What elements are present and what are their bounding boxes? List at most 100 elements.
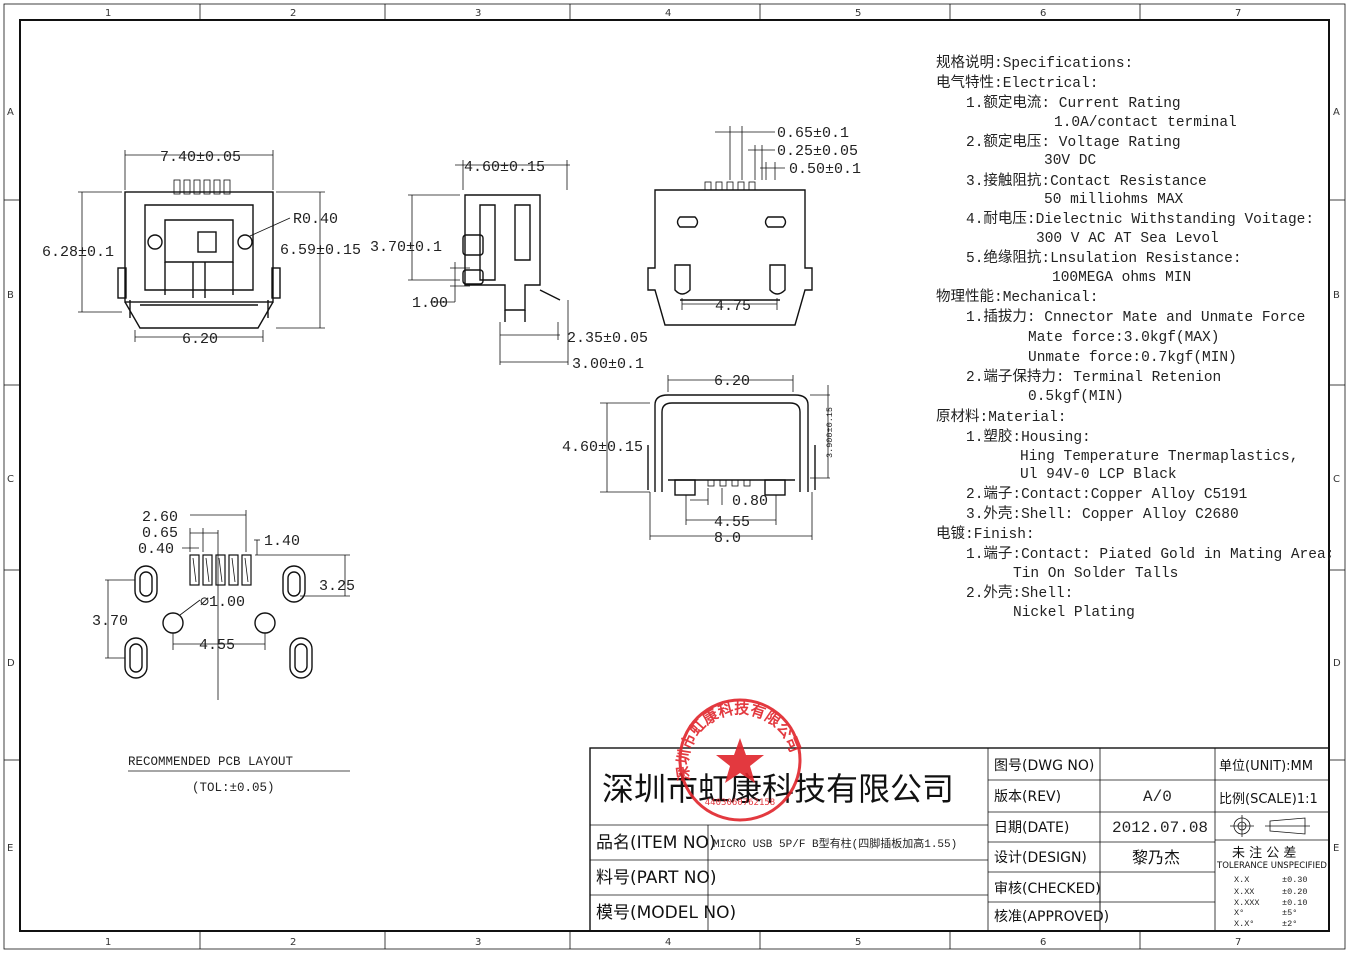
spec-line: 1.额定电流: Current Rating (966, 94, 1181, 112)
tolerance-key: X.XXX (1234, 898, 1260, 908)
rear-height-dim: 4.60±0.15 (562, 439, 643, 456)
part-label: 料号(PART NO) (596, 868, 717, 888)
pcb-hole-dim: ⌀1.00 (200, 594, 245, 611)
stamp-code: 4403060762158 (705, 798, 775, 808)
spec-line: 1.塑胶:Housing: (966, 428, 1091, 446)
model-label: 模号(MODEL NO) (596, 903, 736, 923)
side-b-dim: 3.00±0.1 (572, 356, 644, 373)
spec-line: 300 V AC AT Sea Levol (1036, 231, 1219, 247)
spec-line: 30V DC (1044, 153, 1097, 169)
tolerance-key: X.X (1234, 875, 1249, 885)
grid-column-label: 7 (1235, 937, 1241, 948)
side-width-dim: 4.60±0.15 (464, 159, 545, 176)
spec-line: 2.端子:Contact:Copper Alloy C5191 (966, 485, 1247, 503)
front-view: 7.40±0.05 6.28±0.1 R0.40 6.59±0.15 6.20 (42, 149, 361, 348)
spec-line: 5.绝缘阻抗:Lnsulation Resistance: (966, 249, 1242, 267)
spec-line: 50 milliohms MAX (1044, 192, 1184, 208)
pcb-slot-dim: 3.70 (92, 613, 128, 630)
front-width-dim: 7.40±0.05 (160, 149, 241, 166)
side-leg-dim: 1.00 (412, 295, 448, 312)
top-pin-dim: 0.25±0.05 (777, 143, 858, 160)
grid-row-label: E (7, 843, 13, 854)
spec-line: 1.端子:Contact: Piated Gold in Mating Area… (966, 545, 1334, 563)
grid-column-label: 1 (105, 937, 111, 948)
top-gap-dim: 0.50±0.1 (789, 161, 861, 178)
rear-top-dim: 6.20 (714, 373, 750, 390)
specifications-text: 规格说明:Specifications:电气特性:Electrical:1.额定… (936, 54, 1334, 621)
spec-line: 0.5kgf(MIN) (1028, 389, 1124, 405)
spec-line: 2.端子保持力: Terminal Retenion (966, 368, 1221, 386)
grid-row-label: C (7, 474, 14, 485)
grid-row-label: B (1333, 290, 1340, 301)
pcb-pad-length-dim: 1.40 (264, 533, 300, 550)
grid-column-label: 5 (855, 8, 861, 19)
grid-column-label: 2 (290, 8, 296, 19)
grid-column-label: 4 (665, 8, 671, 19)
tolerance-subtitle: TOLERANCE UNSPECIFIED (1216, 861, 1327, 871)
spec-line: 2.外壳:Shell: (966, 584, 1073, 602)
rear-view: 6.20 4.60±0.15 3.900±0.15 0.80 4.55 8.0 (562, 373, 835, 547)
front-radius-dim: R0.40 (293, 211, 338, 228)
spec-line: 3.外壳:Shell: Copper Alloy C2680 (966, 505, 1239, 523)
front-height2-dim: 6.59±0.15 (280, 242, 361, 259)
tolerance-key: X.X° (1234, 919, 1254, 929)
rear-height2-dim: 3.900±0.15 (825, 407, 835, 458)
company-name: 深圳市虹康科技有限公司 (602, 770, 954, 808)
tolerance-key: X.XX (1234, 887, 1254, 897)
rear-pitch-dim: 0.80 (732, 493, 768, 510)
spec-line: 2.额定电压: Voltage Rating (966, 133, 1181, 151)
rev-label: 版本(REV) (994, 789, 1061, 805)
approved-label: 核准(APPROVED) (994, 909, 1109, 925)
spec-line: 4.耐电压:Dielectnic Withstanding Voitage: (966, 210, 1314, 228)
side-height-dim: 3.70±0.1 (370, 239, 442, 256)
tolerance-value: ±0.30 (1282, 875, 1308, 885)
spec-line: 电气特性:Electrical: (936, 74, 1098, 92)
tolerance-value: ±0.20 (1282, 887, 1308, 897)
grid-row-label: D (1333, 658, 1341, 669)
tolerance-title: 未 注 公 差 (1232, 846, 1296, 861)
spec-line: Nickel Plating (1013, 605, 1135, 621)
date-label: 日期(DATE) (994, 820, 1069, 836)
spec-line: 电镀:Finish: (936, 525, 1035, 543)
pcb-layout: 2.60 0.65 0.40 1.40 3.25 3.70 ⌀1.00 4.55… (92, 509, 355, 795)
pcb-pitch-dim: 0.65 (142, 525, 178, 542)
spec-line: Hing Temperature Tnermaplastics, (1020, 449, 1298, 465)
front-bottom-dim: 6.20 (182, 331, 218, 348)
spec-line: 原材料:Material: (936, 408, 1067, 426)
design-value: 黎乃杰 (1132, 848, 1180, 867)
tolerance-table: X.X±0.30X.XX±0.20X.XXX±0.10X°±5°X.X°±2° (1234, 875, 1308, 929)
side-view: 4.60±0.15 3.70±0.1 1.00 2.35±0.05 3.00±0… (370, 159, 648, 373)
spec-line: 1.插拔力: Cnnector Mate and Unmate Force (966, 308, 1305, 326)
grid-row-label: A (7, 107, 14, 118)
side-a-dim: 2.35±0.05 (567, 330, 648, 347)
grid-column-label: 1 (105, 8, 111, 19)
tolerance-value: ±2° (1282, 919, 1297, 929)
rear-center-dim: 4.55 (714, 514, 750, 531)
grid-column-label: 2 (290, 937, 296, 948)
tolerance-value: ±5° (1282, 908, 1297, 918)
grid-column-label: 3 (475, 937, 481, 948)
top-pitch-dim: 0.65±0.1 (777, 125, 849, 142)
rear-width-dim: 8.0 (714, 530, 741, 547)
dwg-label: 图号(DWG NO) (994, 758, 1094, 774)
scale-label: 比例(SCALE)1:1 (1219, 792, 1318, 807)
grid-column-label: 5 (855, 937, 861, 948)
spec-line: 100MEGA ohms MIN (1052, 270, 1191, 286)
grid-column-label: 4 (665, 937, 671, 948)
spec-line: Tin On Solder Talls (1013, 566, 1178, 582)
spec-line: Ul 94V-0 LCP Black (1020, 467, 1177, 483)
design-label: 设计(DESIGN) (994, 850, 1087, 866)
spec-line: Mate force:3.0kgf(MAX) (1028, 330, 1219, 346)
spec-line: 1.0A/contact terminal (1054, 115, 1237, 131)
grid-row-label: C (1333, 474, 1340, 485)
item-value: MICRO USB 5P/F B型有柱(四脚插板加高1.55) (713, 836, 957, 851)
star-icon (716, 738, 764, 783)
spec-line: Unmate force:0.7kgf(MIN) (1028, 350, 1237, 366)
spec-line: 3.接触阻抗:Contact Resistance (966, 172, 1207, 190)
top-center-dim: 4.75 (715, 298, 751, 315)
tolerance-value: ±0.10 (1282, 898, 1308, 908)
